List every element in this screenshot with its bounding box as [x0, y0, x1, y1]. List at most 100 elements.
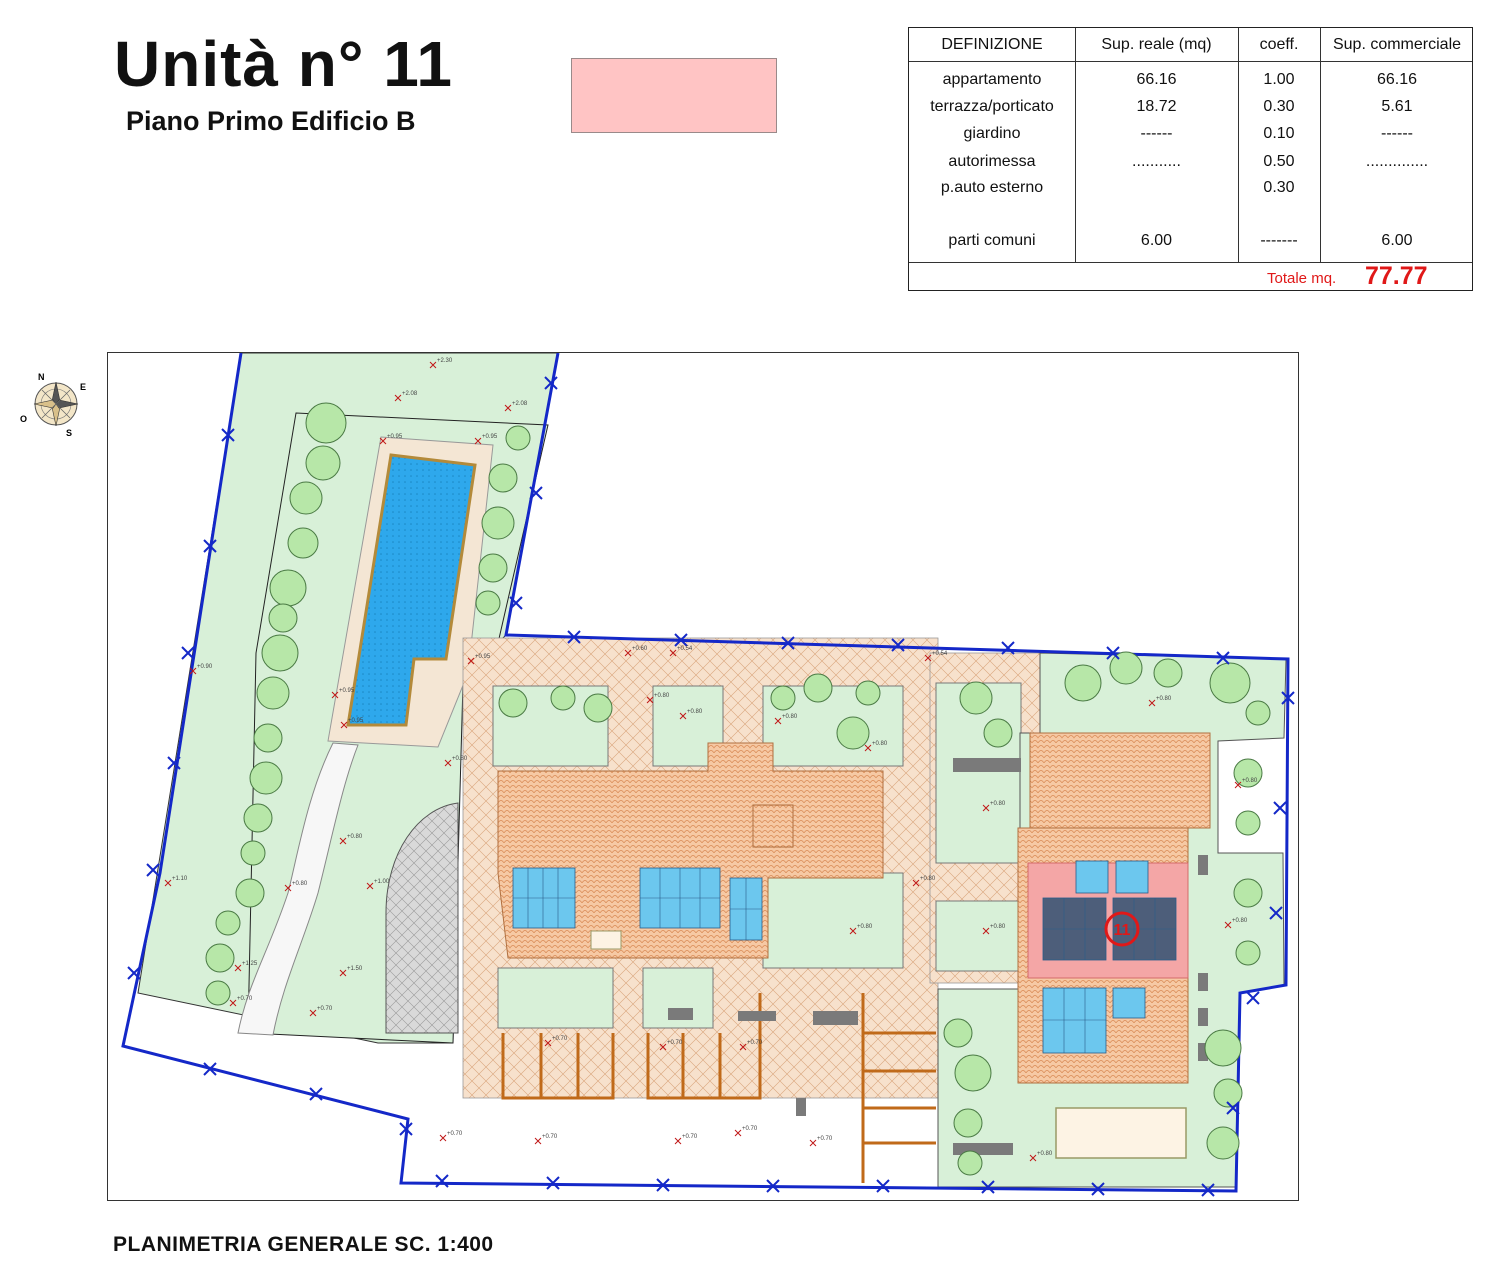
tree: [240, 840, 266, 866]
table-cell: parti comuni: [948, 232, 1036, 249]
spot-level-mark: [429, 361, 437, 369]
tree: [289, 481, 323, 515]
table-cell: autorimessa: [948, 153, 1036, 170]
spot-level-label: +1.00: [374, 879, 390, 885]
spot-level-mark: [1234, 781, 1242, 789]
table-cell: 66.16: [1136, 71, 1177, 88]
boundary-marker: [1273, 801, 1287, 815]
spot-level-label: +2.08: [402, 391, 418, 397]
spot-level-mark: [659, 1043, 667, 1051]
skylight: [752, 804, 794, 848]
spot-level-label: +0.70: [447, 1131, 463, 1137]
tree: [475, 590, 501, 616]
spot-level-label: +1.25: [242, 961, 258, 967]
table-cell: ..............: [1365, 153, 1429, 170]
boundary-marker: [509, 596, 523, 610]
spot-level-label: +0.70: [747, 1040, 763, 1046]
boundary-marker: [876, 1179, 890, 1193]
tree: [287, 527, 319, 559]
spot-level-label: +0.80: [1156, 696, 1172, 702]
table-cell: p.auto esterno: [940, 179, 1044, 196]
spot-level-label: +2.08: [512, 401, 528, 407]
boundary-markers: [127, 376, 1295, 1197]
spot-level-label: +0.80: [347, 834, 363, 840]
tree: [481, 506, 515, 540]
table-cell: 0.10: [1263, 125, 1295, 142]
spot-level-mark: [864, 744, 872, 752]
spot-level-label: +0.70: [742, 1126, 758, 1132]
spot-level-mark: [1148, 699, 1156, 707]
spot-level-mark: [331, 691, 339, 699]
table-cell: [1320, 175, 1474, 201]
unit-marker-label: 11: [1114, 922, 1131, 939]
spot-level-mark: [474, 437, 482, 445]
tree: [855, 680, 881, 706]
spot-level-label: +0.70: [817, 1136, 833, 1142]
spot-level-label: +0.80: [1037, 1151, 1053, 1157]
tree: [770, 685, 796, 711]
spot-level-mark: [646, 696, 654, 704]
boundary-marker: [1106, 646, 1120, 660]
table-cell: ------: [1381, 125, 1413, 142]
spot-level-mark: [339, 837, 347, 845]
spot-level-mark: [229, 999, 237, 1007]
garden-bed: [762, 872, 904, 969]
table-cell: 6.00: [1140, 232, 1173, 249]
tree: [498, 688, 528, 718]
spot-level-label: +0.90: [197, 664, 213, 670]
spot-level-label: +0.70: [542, 1134, 558, 1140]
spot-level-label: +0.95: [482, 434, 498, 440]
boundary-marker: [1201, 1183, 1215, 1197]
spot-level-label: +0.80: [1242, 778, 1258, 784]
total-value: 77.77: [1365, 262, 1428, 290]
boundary-marker: [309, 1087, 323, 1101]
tree: [1233, 758, 1263, 788]
compass-label-n: N: [38, 372, 45, 382]
spot-level-label: +0.95: [387, 434, 403, 440]
trees: [205, 402, 1271, 1176]
tree: [1235, 940, 1261, 966]
spot-level-mark: [467, 657, 475, 665]
spot-level-label: +0.80: [857, 924, 873, 930]
table-cell: 1.00: [1263, 71, 1295, 88]
table-cell: 0.30: [1263, 179, 1295, 196]
spot-level-mark: [924, 654, 932, 662]
tree: [957, 1150, 983, 1176]
total-label: Totale mq.: [1267, 270, 1337, 287]
spot-level-mark: [284, 884, 292, 892]
table-cell: 0.30: [1263, 98, 1295, 115]
spot-level-mark: [1224, 921, 1232, 929]
spot-level-label: +0.95: [348, 718, 364, 724]
spot-level-label: +0.80: [292, 881, 308, 887]
compass-rose-icon: N E S O: [20, 372, 86, 438]
plan-caption: PLANIMETRIA GENERALE SC. 1:400: [113, 1233, 494, 1256]
tree: [478, 553, 508, 583]
spot-level-mark: [544, 1039, 552, 1047]
spot-level-mark: [674, 1137, 682, 1145]
unit-marker-circle: [1104, 911, 1140, 947]
boundary-marker: [1246, 991, 1260, 1005]
spot-level-mark: [739, 1043, 747, 1051]
boundary-marker: [203, 539, 217, 553]
garden-bed: [935, 900, 1022, 972]
spot-level-mark: [912, 879, 920, 887]
spot-level-mark: [624, 649, 632, 657]
table-cell: giardino: [963, 125, 1021, 142]
spot-level-label: +0.80: [920, 876, 936, 882]
tree: [1213, 1078, 1243, 1108]
spot-level-label: +0.80: [782, 714, 798, 720]
spot-level-label: +0.70: [237, 996, 253, 1002]
garden-path: [237, 742, 359, 1036]
boundary-marker: [146, 863, 160, 877]
table-cell: 0.50: [1263, 153, 1295, 170]
driveway-ramp: [385, 802, 459, 1034]
spot-level-mark: [849, 927, 857, 935]
boundary-marker: [1281, 691, 1295, 705]
unit-title: Unità n° 11: [114, 28, 453, 100]
spot-level-mark: [809, 1139, 817, 1147]
boundary-marker: [203, 1062, 217, 1076]
spot-level-mark: [366, 882, 374, 890]
parking-stalls: [501, 993, 936, 1183]
tree: [836, 716, 870, 750]
tree: [1235, 810, 1261, 836]
